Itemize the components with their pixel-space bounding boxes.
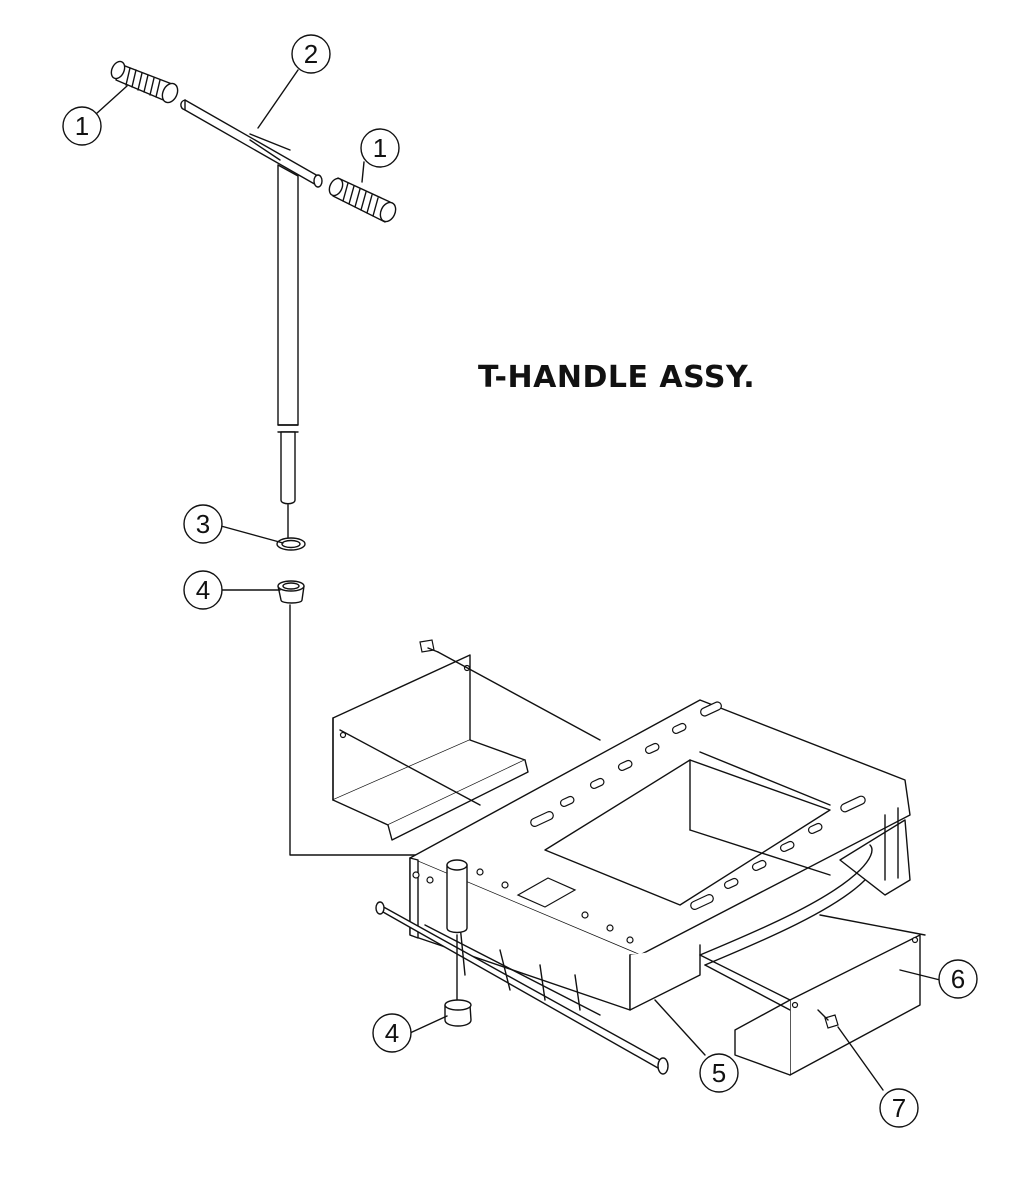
frame [375, 699, 911, 1075]
right-tray [699, 914, 926, 1076]
assembly-title: T-HANDLE ASSY. [478, 360, 756, 395]
callout-5: 5 [699, 1053, 739, 1093]
callout-label: 1 [75, 111, 89, 141]
t-handle [180, 99, 323, 505]
callout-1-left: 1 [62, 106, 102, 146]
callout-2: 2 [291, 34, 331, 74]
callout-label: 5 [712, 1058, 726, 1088]
washer [276, 537, 306, 551]
callout-1-right: 1 [360, 128, 400, 168]
leader-lines [95, 69, 941, 1091]
callout-label: 4 [385, 1018, 399, 1048]
callout-label: 1 [373, 133, 387, 163]
callout-label: 6 [951, 964, 965, 994]
grip-left [110, 60, 179, 104]
callout-label: 3 [196, 509, 210, 539]
callout-7: 7 [879, 1088, 919, 1128]
callout-label: 2 [304, 39, 318, 69]
grip-right [328, 177, 397, 223]
callout-4-upper: 4 [183, 570, 223, 610]
callout-label: 7 [892, 1093, 906, 1123]
bushing-upper [277, 580, 305, 604]
callout-3: 3 [183, 504, 223, 544]
callout-6: 6 [938, 959, 978, 999]
left-tray [332, 639, 601, 841]
bushing-lower [444, 999, 472, 1027]
callout-4-lower: 4 [372, 1013, 412, 1053]
callout-label: 4 [196, 575, 210, 605]
